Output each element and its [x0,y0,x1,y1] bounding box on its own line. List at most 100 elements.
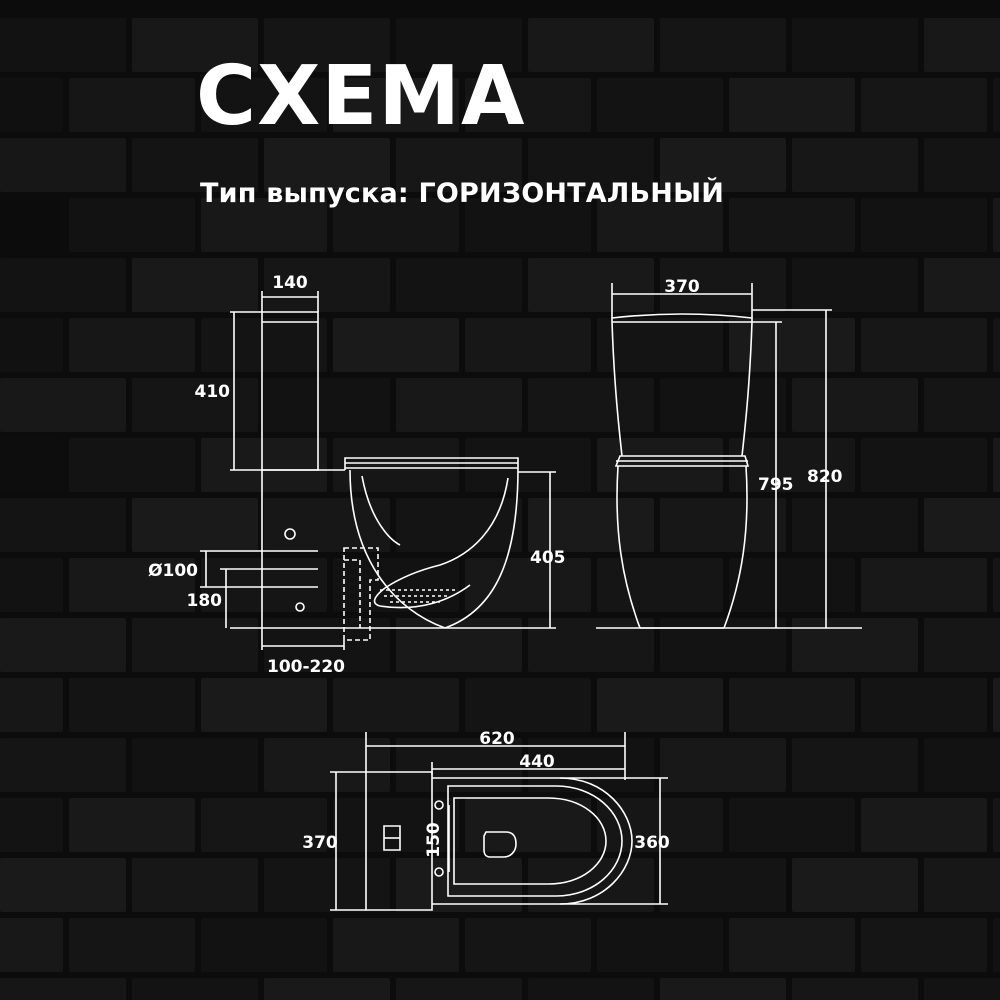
brick [132,138,258,192]
side-bowl-outer-curve [445,468,518,628]
brick [465,198,591,252]
brick [528,258,654,312]
side-bowl-inner-curve [350,470,445,628]
brick [0,18,126,72]
brick [264,738,390,792]
brick [861,798,987,852]
seat-height-label: 795 [758,475,794,495]
brick [132,378,258,432]
front-seat [616,456,748,466]
brick [0,258,126,312]
brick [264,138,390,192]
brick [201,678,327,732]
brick [597,678,723,732]
brick [729,798,855,852]
brick [597,558,723,612]
brick [660,618,786,672]
brick [861,198,987,252]
top-mount-screw-top [435,801,443,809]
brick [993,198,1000,252]
brick [792,18,918,72]
brick [993,318,1000,372]
top-tank-outline [366,772,432,910]
brick [660,258,786,312]
brick [597,318,723,372]
brick [792,498,918,552]
brick [924,138,1000,192]
brick [729,558,855,612]
brick [924,738,1000,792]
brick [0,738,126,792]
brick [861,318,987,372]
side-seat [345,458,518,470]
brick [465,78,591,132]
brick [201,78,327,132]
brick [528,18,654,72]
brick [201,918,327,972]
outlet-distance-label: 100-220 [267,657,345,677]
brick [132,18,258,72]
brick [993,558,1000,612]
brick [465,918,591,972]
brick [597,78,723,132]
top-view: 620 440 150 [302,729,670,910]
mount-spacing-label: 150 [424,822,444,858]
brick [69,78,195,132]
brick [729,318,855,372]
brick [0,618,126,672]
top-bowl-outer [432,778,632,904]
brick [0,558,63,612]
top-seat-ring [448,786,622,896]
front-tank-right [742,322,752,456]
front-tank-left [612,322,622,456]
side-water-lines [380,590,455,602]
brick [660,378,786,432]
brick [660,978,786,1000]
brick [0,78,63,132]
brick [861,918,987,972]
brick [993,78,1000,132]
brick [729,438,855,492]
brick [333,678,459,732]
total-length-label: 620 [479,729,515,749]
brick [132,738,258,792]
front-width-label: 370 [664,277,700,297]
brick [993,678,1000,732]
brick [333,78,459,132]
brick [396,138,522,192]
side-outlet-inner [344,560,360,628]
brick [333,798,459,852]
brick [69,678,195,732]
brick [597,438,723,492]
brick [396,618,522,672]
brick [528,378,654,432]
side-mount-hole-bottom [296,603,304,611]
brick [993,438,1000,492]
top-bowl-inner [454,798,606,884]
brick [729,198,855,252]
brick [0,378,126,432]
brick [396,978,522,1000]
brick [528,978,654,1000]
brick [465,318,591,372]
brick [0,978,126,1000]
bowl-height-label: 405 [530,548,566,568]
brick [465,678,591,732]
brick [861,78,987,132]
brick [660,498,786,552]
side-bowl-cavity [375,478,508,608]
brick [792,618,918,672]
brick [0,798,63,852]
brick [132,498,258,552]
brick [396,258,522,312]
brick [792,978,918,1000]
brick [660,138,786,192]
brick [201,558,327,612]
brick [465,558,591,612]
bowl-length-label: 440 [519,752,555,772]
brick [0,498,126,552]
brick [861,558,987,612]
brick [69,198,195,252]
brick [0,438,63,492]
